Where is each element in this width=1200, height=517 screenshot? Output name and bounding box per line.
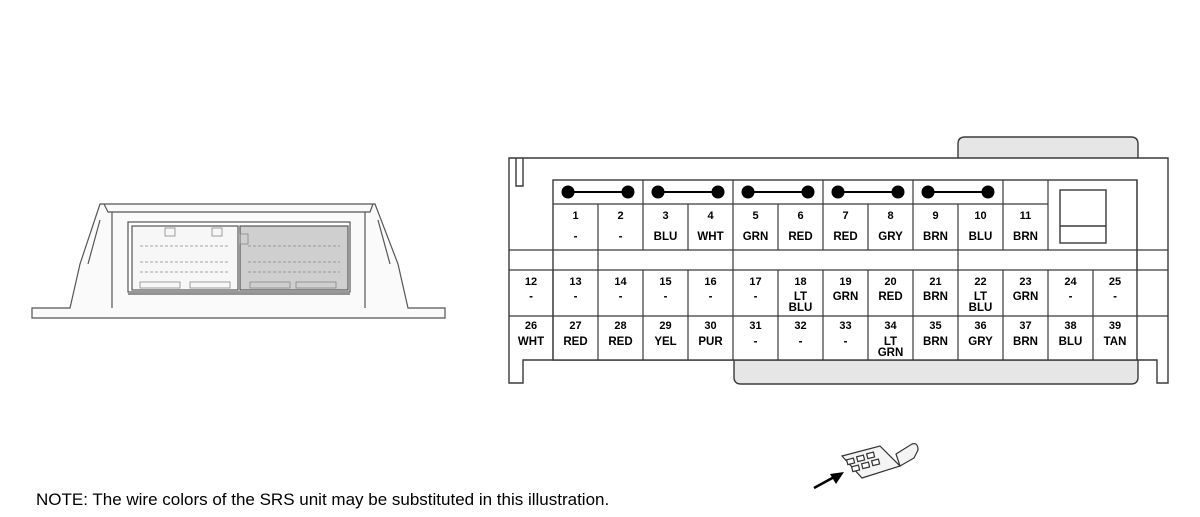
pin-number: 21: [929, 276, 941, 288]
pin-number: 31: [749, 320, 761, 332]
shorting-bars: [561, 185, 995, 199]
pin-wire-color: RED: [878, 291, 902, 303]
pin-number: 6: [797, 210, 803, 222]
connector-face-icon: [840, 443, 919, 479]
pin-number: 23: [1019, 276, 1031, 288]
pin-wire-color: -: [754, 336, 758, 348]
arrow-icon: [813, 472, 844, 490]
pin-wire-color: -: [574, 231, 578, 243]
pin-number: 19: [839, 276, 851, 288]
pin-wire-color: -: [1069, 291, 1073, 303]
pin-number: 22: [974, 276, 986, 288]
pin-wire-color: BRN: [923, 291, 948, 303]
pin-number: 33: [839, 320, 851, 332]
pin-wire-color: BRN: [923, 336, 948, 348]
pin-number: 5: [752, 210, 758, 222]
pin-number: 2: [617, 210, 623, 222]
pin-wire-color: GRY: [968, 336, 993, 348]
pin-wire-color: GRY: [878, 231, 903, 243]
pin-wire-color: GRN: [833, 291, 859, 303]
pin-wire-color: RED: [608, 336, 632, 348]
pin-number: 3: [662, 210, 668, 222]
pin-number: 4: [707, 210, 714, 222]
pin-number: 29: [659, 320, 671, 332]
pin-wire-color: -: [709, 291, 713, 303]
pin-number: 38: [1064, 320, 1076, 332]
pin-number: 8: [887, 210, 893, 222]
pin-wire-color: -: [574, 291, 578, 303]
pin-wire-color: PUR: [698, 336, 723, 348]
pin-number: 30: [704, 320, 716, 332]
pin-number: 34: [884, 320, 897, 332]
pin-wire-color: RED: [788, 231, 812, 243]
pin-number: 16: [704, 276, 716, 288]
pin-wire-color: -: [754, 291, 758, 303]
pin-wire-color: TAN: [1104, 336, 1127, 348]
pin-wire-color: -: [799, 336, 803, 348]
pin-wire-color: GRN: [1013, 291, 1039, 303]
pin-number: 27: [569, 320, 581, 332]
pin-wire-color: WHT: [518, 336, 544, 348]
pin-number: 28: [614, 320, 626, 332]
pin-number: 10: [974, 210, 986, 222]
shorting-bar: [741, 185, 815, 199]
pin-wire-color: BLU: [969, 231, 993, 243]
shorting-bar: [651, 185, 725, 199]
pin-wire-color: -: [529, 291, 533, 303]
pin-number: 15: [659, 276, 671, 288]
pin-wire-color: BRN: [1013, 336, 1038, 348]
pin-number: 11: [1020, 210, 1032, 222]
pin-wire-color: BRN: [923, 231, 948, 243]
srs-unit-illustration: [31, 203, 446, 319]
pin-wire-color: -: [619, 291, 623, 303]
pin-wire-color: RED: [833, 231, 857, 243]
pin-wire-color: -: [1113, 291, 1117, 303]
shorting-bar: [921, 185, 995, 199]
pin-number: 18: [794, 276, 806, 288]
pin-wire-color: BLU: [654, 231, 678, 243]
pin-wire-color: GRN: [743, 231, 769, 243]
pin-number: 32: [794, 320, 806, 332]
pin-wire-color: BLU: [1059, 336, 1083, 348]
pin-number: 12: [525, 276, 537, 288]
pin-wire-color: -: [844, 336, 848, 348]
pin-wire-color: YEL: [654, 336, 676, 348]
pin-number: 25: [1109, 276, 1121, 288]
note-text: NOTE: The wire colors of the SRS unit ma…: [36, 490, 610, 509]
pin-number: 39: [1109, 320, 1121, 332]
pin-number: 20: [884, 276, 896, 288]
pin-wire-color: WHT: [697, 231, 723, 243]
pin-number: 17: [749, 276, 761, 288]
pin-number: 35: [929, 320, 941, 332]
pin-number: 14: [614, 276, 627, 288]
pin-wire-color: RED: [563, 336, 587, 348]
shorting-bar: [561, 185, 635, 199]
pin-number: 24: [1064, 276, 1077, 288]
pin-number: 7: [842, 210, 848, 222]
pin-number: 1: [572, 210, 578, 222]
pin-number: 26: [525, 320, 537, 332]
pin-wire-color: -: [664, 291, 668, 303]
pin-number: 36: [974, 320, 986, 332]
pin-wire-color: -: [619, 231, 623, 243]
pin-wire-color: BRN: [1013, 231, 1038, 243]
pin-number: 13: [569, 276, 581, 288]
pin-number: 37: [1019, 320, 1031, 332]
pin-number: 9: [932, 210, 938, 222]
pin-grid: [509, 180, 1168, 360]
shorting-bar: [831, 185, 905, 199]
